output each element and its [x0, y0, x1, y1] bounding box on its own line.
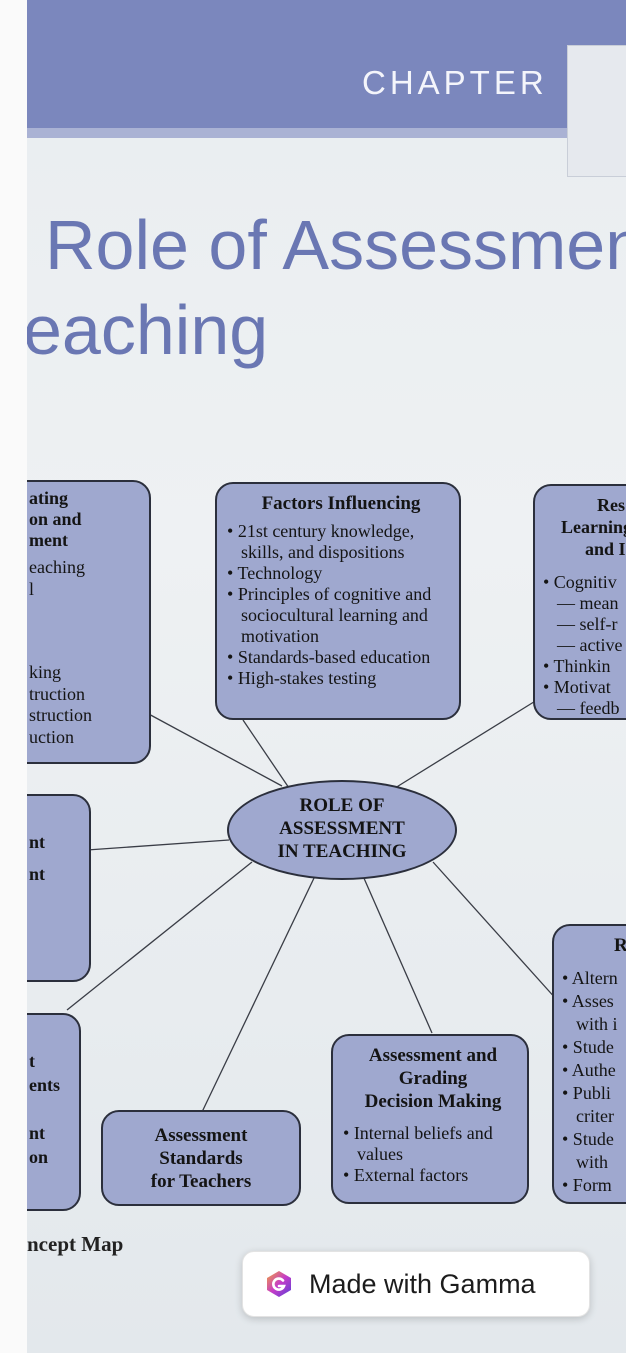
- box-line: • Stude: [562, 1037, 614, 1057]
- left-margin: [0, 0, 27, 1353]
- box-title-line: Assessment: [154, 1125, 248, 1146]
- box-line: king: [29, 662, 62, 682]
- box-title-line: Res: [597, 495, 625, 515]
- box-line: l: [29, 578, 35, 599]
- factors-title: Factors Influencing: [261, 493, 421, 514]
- box-title-line: Decision Making: [364, 1091, 502, 1112]
- list-item: • External factors: [343, 1165, 469, 1185]
- center-line: ASSESSMENT: [279, 818, 405, 839]
- box-line: with: [576, 1152, 609, 1172]
- book-page: CHAPTER 1 Role of Assessment eaching ati…: [27, 0, 626, 1353]
- box-line: uction: [29, 726, 74, 747]
- box-line: nt: [29, 864, 46, 884]
- box-title-line: Standards: [159, 1148, 243, 1169]
- box-line: — self-r: [557, 614, 618, 634]
- box-line: — feedb: [557, 698, 620, 718]
- box-title-line: for Teachers: [150, 1171, 252, 1192]
- box-title-line: ating: [29, 488, 69, 508]
- list-item: • Internal beliefs and values: [343, 1123, 493, 1164]
- box-title-line: Learning: [561, 517, 626, 537]
- figure-caption: ncept Map: [27, 1232, 124, 1256]
- box-line: • Authe: [562, 1060, 616, 1080]
- box-line: — active: [557, 635, 623, 655]
- box-title-line: and I: [585, 539, 626, 559]
- box-line: ents: [29, 1075, 60, 1095]
- connector-lines: [66, 699, 558, 1113]
- center-ellipse: ROLE OF ASSESSMENT IN TEACHING: [227, 780, 457, 880]
- grading-list: • Internal beliefs and values • External…: [343, 1123, 523, 1186]
- box-title-line: ment: [29, 530, 68, 550]
- box-line: truction: [29, 683, 85, 704]
- box-line: on: [29, 1147, 49, 1167]
- chapter-label: CHAPTER: [362, 64, 548, 101]
- line-left-bottom: [66, 861, 253, 1011]
- box-line: • Cognitiv: [543, 572, 617, 592]
- box-line: struction: [29, 705, 92, 725]
- line-left-mid: [86, 839, 230, 851]
- box-title-line: Grading: [398, 1068, 468, 1089]
- box-line: • Publi: [562, 1083, 611, 1103]
- badge-label: Made with Gamma: [309, 1268, 536, 1299]
- box-line: • Thinkin: [543, 656, 611, 676]
- gamma-logo-icon: [267, 1271, 291, 1297]
- box-left-bottom: t ents nt on: [27, 1013, 81, 1211]
- box-title-line: R: [614, 935, 626, 956]
- line-left-top: [144, 711, 283, 787]
- box-assessment-standards: Assessment Standards for Teachers: [101, 1110, 301, 1206]
- list-item: • Principles of cognitive and sociocultu…: [227, 584, 432, 646]
- box-right-bottom: R • Altern • Asses with i • Stude • Auth…: [552, 924, 626, 1204]
- box-line: nt: [29, 1123, 46, 1143]
- header-band: [27, 0, 626, 130]
- center-line: ROLE OF: [299, 795, 385, 816]
- box-title-line: on and: [29, 509, 82, 529]
- box-title-line: Assessment and: [368, 1045, 498, 1066]
- chapter-title-line1: Role of Assessment: [45, 206, 626, 284]
- box-line: — mean: [557, 593, 619, 613]
- header-stripe: [27, 128, 626, 138]
- box-grading-decision: Assessment and Grading Decision Making •…: [331, 1034, 529, 1204]
- list-item: • High-stakes testing: [227, 668, 377, 688]
- list-item: • 21st century knowledge, skills, and di…: [227, 521, 415, 562]
- line-grading: [362, 875, 433, 1034]
- box-line: eaching: [29, 557, 85, 577]
- box-line: • Stude: [562, 1129, 614, 1149]
- box-left-top: ating on and ment eaching l king tructio…: [27, 480, 151, 764]
- box-line: with i: [576, 1014, 618, 1034]
- chapter-number: 1: [623, 66, 626, 124]
- center-line: IN TEACHING: [277, 841, 407, 862]
- factors-list: • 21st century knowledge, skills, and di…: [227, 521, 455, 689]
- box-line: criter: [576, 1106, 614, 1126]
- box-line: • Altern: [562, 968, 618, 988]
- line-standards: [201, 875, 316, 1113]
- chapter-title-line2: eaching: [27, 291, 269, 369]
- list-item: • Technology: [227, 563, 323, 583]
- box-line: t: [29, 1051, 35, 1071]
- box-line: • Asses: [562, 991, 614, 1011]
- line-right-bottom: [432, 861, 558, 1001]
- box-right-top: Res Learning and I • Cognitiv — mean — s…: [533, 484, 626, 720]
- line-factors: [242, 719, 290, 789]
- list-item: • Standards-based education: [227, 647, 431, 667]
- box-left-mid: nt nt: [27, 794, 91, 982]
- box-line: • Form: [562, 1175, 612, 1195]
- box-factors-influencing: Factors Influencing • 21st century knowl…: [215, 482, 461, 720]
- chapter-number-box: 1: [567, 45, 626, 177]
- box-line: • Motivat: [543, 677, 611, 697]
- line-right-top: [394, 699, 538, 789]
- made-with-gamma-badge[interactable]: Made with Gamma: [242, 1251, 590, 1317]
- box-line: nt: [29, 832, 46, 852]
